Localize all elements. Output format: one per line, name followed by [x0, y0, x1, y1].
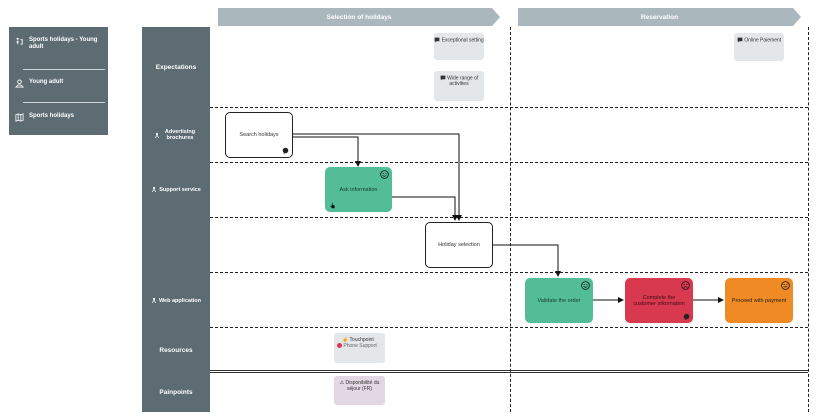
step-holiday-selection[interactable]: Holiday selection	[425, 222, 493, 268]
stage-divider	[510, 27, 511, 412]
step-ask-information[interactable]: Ask information	[325, 167, 392, 212]
journey-info-card: Sports holidays - Young adult Young adul…	[9, 27, 108, 135]
connector-search-ask	[293, 136, 361, 167]
actor-icon	[152, 186, 157, 193]
lane-divider	[210, 107, 808, 108]
lane-painpoints: Painpoints	[159, 388, 193, 396]
journey-icon	[16, 37, 23, 45]
comment-icon	[683, 313, 690, 320]
connector-search-selection	[293, 133, 462, 221]
note-resources[interactable]: ☝ Touchpoint Phone Support	[334, 333, 385, 363]
lane-divider	[210, 272, 808, 273]
happy-face-icon	[581, 281, 590, 290]
note-exceptional-setting[interactable]: Exceptional setting	[434, 33, 484, 60]
stage-divider	[808, 27, 809, 412]
stage-selection: Selection of holidays	[218, 8, 500, 26]
connector-selection-validate	[493, 244, 561, 277]
note-wide-range[interactable]: Wide range of activities	[434, 71, 484, 101]
stage-reservation: Reservation	[518, 8, 801, 26]
comment-icon	[434, 37, 440, 43]
product-row: Sports holidays	[15, 113, 74, 122]
lane-divider	[210, 327, 808, 328]
lane-web: Web application	[142, 273, 210, 328]
lane-header-column	[142, 27, 210, 412]
actor-icon	[151, 297, 157, 304]
lane-advertising: Advertising brochures	[142, 108, 210, 162]
lane-resources: Resources	[159, 346, 193, 354]
note-online-payment[interactable]: Online Paiement	[734, 33, 784, 61]
neutral-face-icon	[781, 281, 790, 290]
lane-divider	[210, 370, 808, 373]
step-validate-order[interactable]: Validate the order	[525, 278, 593, 323]
actor-icon	[154, 132, 160, 138]
warning-icon: ⚠	[339, 380, 345, 386]
step-search-holidays[interactable]: Search holidays	[225, 112, 293, 158]
journey-title: Sports holidays - Young adult	[29, 37, 98, 50]
pointer-icon	[330, 202, 335, 209]
happy-face-icon	[380, 170, 389, 179]
journey-row: Sports holidays - Young adult	[15, 37, 101, 51]
pointer-icon: ☝	[342, 337, 349, 343]
comment-icon	[440, 75, 446, 81]
comment-icon	[282, 147, 289, 154]
lane-expectations: Expectations	[155, 63, 197, 71]
product-label: Sports holidays	[29, 113, 75, 119]
lane-support: Support service	[142, 162, 210, 217]
map-icon	[15, 113, 24, 122]
lane-divider	[210, 217, 808, 218]
step-complete-customer-info[interactable]: Complete the customer information	[625, 278, 693, 323]
connector-ask-selection	[392, 196, 458, 221]
note-painpoint[interactable]: ⚠ Disponibilité du séjour (FR)	[334, 376, 385, 405]
comment-icon	[737, 37, 743, 43]
step-proceed-payment[interactable]: Proceed with payment	[725, 278, 793, 323]
status-dot-icon	[337, 343, 342, 349]
user-icon	[15, 79, 24, 88]
persona-label: Young adult	[29, 79, 64, 85]
persona-row: Young adult	[15, 79, 63, 88]
sad-face-icon	[681, 281, 690, 290]
lane-divider	[210, 162, 808, 163]
